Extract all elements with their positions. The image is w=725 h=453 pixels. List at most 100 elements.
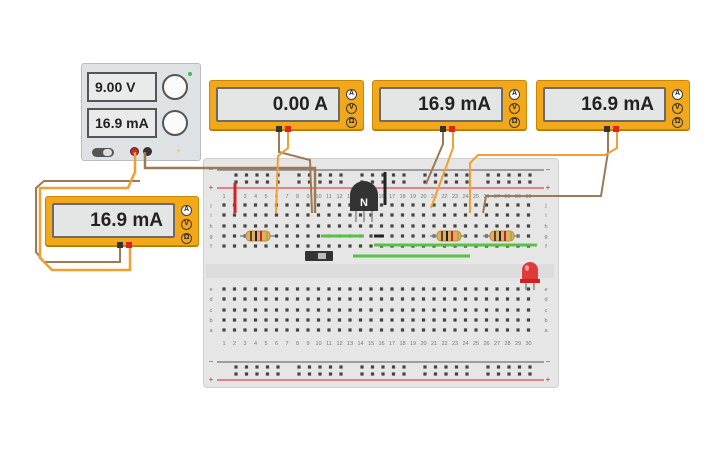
rail-hole[interactable] [318, 365, 322, 369]
terminal-hole[interactable] [348, 287, 352, 291]
terminal-hole[interactable] [442, 203, 447, 207]
rail-hole[interactable] [496, 173, 501, 177]
terminal-hole[interactable] [505, 328, 510, 332]
rail-hole[interactable] [444, 372, 448, 376]
terminal-hole[interactable] [264, 224, 268, 228]
rail-hole[interactable] [234, 372, 238, 376]
terminal-hole[interactable] [400, 224, 405, 228]
terminal-hole[interactable] [421, 308, 426, 312]
terminal-hole[interactable] [222, 244, 226, 248]
terminal-hole[interactable] [232, 328, 237, 332]
terminal-hole[interactable] [484, 213, 489, 217]
terminal-hole[interactable] [400, 213, 405, 217]
rail-hole[interactable] [391, 180, 396, 184]
terminal-hole[interactable] [316, 224, 321, 228]
terminal-hole[interactable] [316, 244, 321, 248]
terminal-hole[interactable] [495, 297, 499, 301]
terminal-hole[interactable] [369, 287, 373, 291]
terminal-hole[interactable] [516, 287, 520, 291]
terminal-hole[interactable] [222, 234, 226, 238]
rail-hole[interactable] [265, 372, 270, 376]
terminal-hole[interactable] [379, 308, 384, 312]
terminal-hole[interactable] [505, 224, 510, 228]
terminal-hole[interactable] [264, 287, 268, 291]
terminal-hole[interactable] [495, 213, 499, 217]
terminal-hole[interactable] [474, 318, 478, 322]
rail-hole[interactable] [339, 365, 343, 369]
terminal-hole[interactable] [232, 244, 237, 248]
rail-hole[interactable] [255, 180, 259, 184]
rail-hole[interactable] [465, 365, 469, 369]
terminal-hole[interactable] [400, 318, 405, 322]
rail-hole[interactable] [297, 173, 301, 177]
rail-hole[interactable] [328, 365, 333, 369]
terminal-hole[interactable] [526, 328, 531, 332]
terminal-hole[interactable] [264, 328, 268, 332]
terminal-hole[interactable] [327, 287, 331, 291]
terminal-hole[interactable] [369, 213, 373, 217]
terminal-hole[interactable] [505, 308, 510, 312]
terminal-hole[interactable] [222, 213, 226, 217]
rail-hole[interactable] [360, 372, 364, 376]
terminal-hole[interactable] [411, 308, 415, 312]
rail-hole[interactable] [307, 365, 312, 369]
wire-psu-positive-orange[interactable] [38, 152, 137, 272]
rail-hole[interactable] [507, 372, 511, 376]
terminal-hole[interactable] [316, 213, 321, 217]
rail-hole[interactable] [265, 180, 270, 184]
terminal-hole[interactable] [432, 328, 436, 332]
terminal-hole[interactable] [526, 297, 531, 301]
multimeter-top-right[interactable]: 16.9 mA A V Ω [536, 80, 690, 130]
wire-meter1-orange[interactable] [275, 130, 289, 214]
terminal-hole[interactable] [327, 297, 331, 301]
terminal-hole[interactable] [253, 203, 258, 207]
terminal-hole[interactable] [421, 224, 426, 228]
terminal-hole[interactable] [442, 297, 447, 301]
rail-hole[interactable] [528, 173, 532, 177]
rail-hole[interactable] [423, 173, 427, 177]
rail-hole[interactable] [517, 173, 522, 177]
terminal-hole[interactable] [264, 297, 268, 301]
terminal-hole[interactable] [274, 213, 279, 217]
terminal-hole[interactable] [463, 318, 468, 322]
terminal-hole[interactable] [327, 328, 331, 332]
terminal-hole[interactable] [463, 287, 468, 291]
terminal-hole[interactable] [232, 234, 237, 238]
npn-transistor[interactable]: N [350, 181, 378, 222]
rail-hole[interactable] [517, 365, 522, 369]
rail-hole[interactable] [234, 365, 238, 369]
rail-hole[interactable] [454, 372, 459, 376]
terminal-hole[interactable] [453, 213, 457, 217]
terminal-hole[interactable] [484, 287, 489, 291]
terminal-hole[interactable] [253, 213, 258, 217]
terminal-hole[interactable] [348, 328, 352, 332]
terminal-hole[interactable] [453, 297, 457, 301]
terminal-hole[interactable] [295, 213, 300, 217]
terminal-hole[interactable] [411, 287, 415, 291]
terminal-hole[interactable] [264, 308, 268, 312]
rail-hole[interactable] [318, 180, 322, 184]
terminal-hole[interactable] [222, 287, 226, 291]
terminal-hole[interactable] [295, 297, 300, 301]
resistor-3[interactable] [483, 230, 519, 242]
rail-hole[interactable] [255, 173, 259, 177]
rail-hole[interactable] [507, 365, 511, 369]
rail-hole[interactable] [297, 365, 301, 369]
terminal-hole[interactable] [316, 203, 321, 207]
terminal-hole[interactable] [390, 297, 394, 301]
terminal-hole[interactable] [526, 234, 531, 238]
terminal-hole[interactable] [400, 297, 405, 301]
terminal-hole[interactable] [337, 318, 342, 322]
terminal-hole[interactable] [516, 318, 520, 322]
terminal-hole[interactable] [232, 308, 237, 312]
ampere-mode-icon[interactable]: A [346, 89, 357, 100]
terminal-hole[interactable] [432, 297, 436, 301]
terminal-hole[interactable] [264, 203, 268, 207]
terminal-hole[interactable] [432, 287, 436, 291]
terminal-hole[interactable] [306, 308, 310, 312]
terminal-hole[interactable] [432, 224, 436, 228]
rail-hole[interactable] [402, 180, 406, 184]
terminal-hole[interactable] [400, 234, 405, 238]
multimeter-side-left[interactable]: 16.9 mA A V Ω [45, 196, 199, 246]
terminal-hole[interactable] [453, 224, 457, 228]
